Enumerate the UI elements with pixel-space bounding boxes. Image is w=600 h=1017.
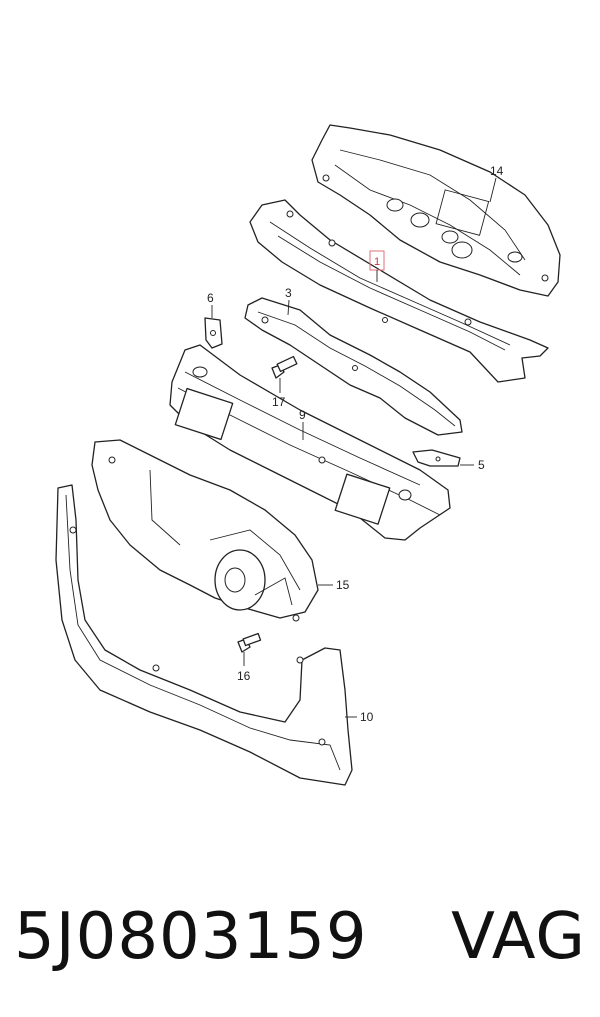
svg-text:17: 17 [272, 395, 286, 409]
part-17-bolt [271, 355, 298, 379]
exploded-parts-diagram: 14 1 3 6 17 9 5 15 [55, 124, 561, 786]
callout-16: 16 [237, 652, 251, 683]
part-3-seal-strip [244, 297, 463, 436]
svg-text:16: 16 [237, 669, 251, 683]
callout-10: 10 [345, 710, 374, 724]
svg-text:10: 10 [360, 710, 374, 724]
svg-text:3: 3 [285, 286, 292, 300]
callout-1: 1 [369, 250, 385, 282]
callout-9: 9 [299, 408, 306, 440]
callout-5: 5 [460, 458, 485, 472]
part-16-bolt [237, 632, 262, 653]
svg-text:6: 6 [207, 291, 214, 305]
part-6-bracket [204, 317, 223, 349]
part-5-bracket [412, 449, 461, 467]
svg-text:5: 5 [478, 458, 485, 472]
part-1-plenum-panel [249, 199, 549, 383]
svg-text:14: 14 [490, 164, 504, 178]
callout-6: 6 [207, 291, 214, 318]
callout-14: 14 [489, 164, 504, 203]
brand-label: VAG [451, 900, 586, 974]
part-number-label: 5J0803159 [14, 900, 368, 974]
part-10-frame-seal [55, 484, 353, 786]
part-9-bulkhead-panel [169, 344, 451, 541]
svg-text:9: 9 [299, 408, 306, 422]
part-15-bulkhead-insulation [91, 439, 319, 622]
svg-text:1: 1 [374, 256, 380, 268]
callout-3: 3 [285, 286, 292, 316]
svg-text:15: 15 [336, 578, 350, 592]
caption-bar: 5J0803159 VAG [14, 892, 586, 982]
part-14-insulation-mat [311, 124, 561, 297]
callout-15: 15 [318, 578, 350, 592]
callout-17: 17 [272, 378, 286, 409]
